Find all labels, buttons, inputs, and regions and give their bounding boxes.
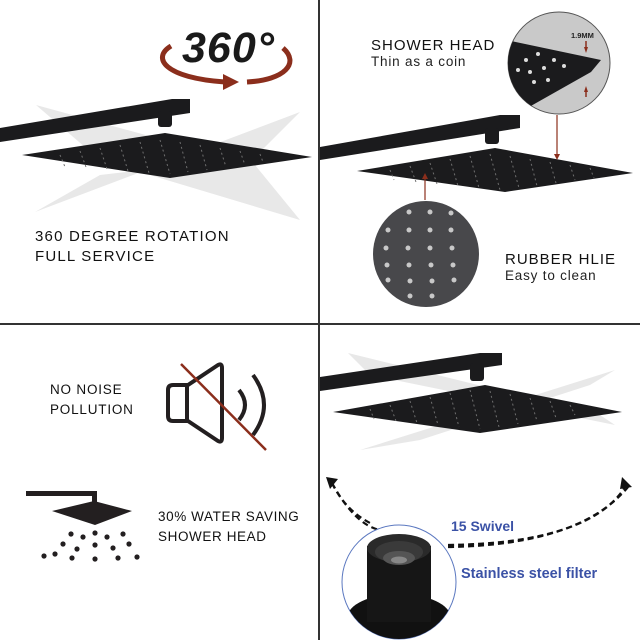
water-saving-line2: SHOWER HEAD	[158, 529, 267, 544]
water-saving-line1: 30% WATER SAVING	[158, 509, 300, 524]
vertical-divider	[318, 0, 320, 640]
no-noise-line2: POLLUTION	[50, 402, 134, 417]
nozzle-detail-image	[373, 201, 479, 307]
horizontal-divider	[0, 323, 640, 325]
shower-head-swivel-image	[320, 353, 629, 549]
shower-head-subtitle: Thin as a coin	[371, 54, 467, 69]
panel-thin-head: SHOWER HEAD Thin as a coin 1.9MM	[320, 0, 640, 323]
speaker-muted-icon	[166, 362, 267, 451]
thickness-detail-image	[507, 11, 611, 115]
shower-head-rotation-image	[0, 99, 312, 220]
thickness-label: 1.9MM	[571, 31, 594, 40]
no-noise-line1: NO NOISE	[50, 382, 123, 397]
filter-label: Stainless steel filter	[461, 566, 598, 582]
panel-rotation: 360° 360 DEGREE ROTATION FULL SERVICE	[0, 0, 318, 323]
rotation-caption-line2: FULL SERVICE	[35, 248, 156, 265]
rotation-caption-line1: 360 DEGREE ROTATION	[35, 228, 230, 245]
swivel-label: 15 Swivel	[451, 518, 515, 534]
nozzle-title: RUBBER HLIE	[505, 251, 617, 268]
nozzle-subtitle: Easy to clean	[505, 268, 597, 283]
shower-head-image	[320, 115, 633, 200]
panel-swivel: 15 Swivel Stainless steel filter	[320, 325, 640, 640]
circular-arrow-icon	[160, 43, 293, 90]
panel-features: NO NOISE POLLUTION 30% WATER SAVING SHOW…	[0, 325, 318, 640]
shower-head-icon	[26, 491, 140, 562]
rotation-badge: 360°	[182, 24, 275, 72]
swivel-arc	[326, 477, 632, 547]
shower-head-title: SHOWER HEAD	[371, 37, 496, 54]
filter-detail-image	[341, 524, 457, 640]
